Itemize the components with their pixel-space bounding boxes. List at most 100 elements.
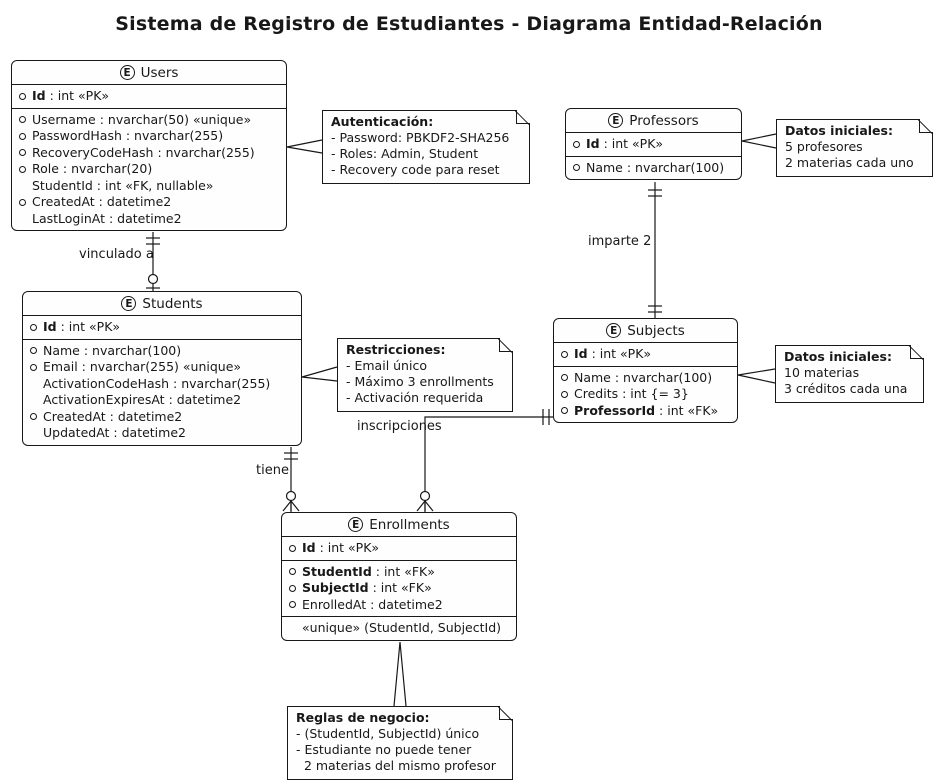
entity-subjects: E Subjects Id : int «PK» Name : nvarchar… <box>553 318 738 423</box>
field-type: : datetime2 <box>366 596 443 612</box>
field-name: StudentId <box>32 177 93 193</box>
field-type: : int «FK, nullable» <box>92 177 214 193</box>
note-title: Datos iniciales: <box>785 123 893 138</box>
note-line: - Estudiante no puede tener <box>296 742 472 757</box>
entity-field-row: PasswordHash : nvarchar(255) <box>12 128 286 145</box>
note-body: - Email único - Máximo 3 enrollments - A… <box>346 358 504 406</box>
edge-subjects-note <box>737 368 776 384</box>
field-name: Id <box>574 346 588 361</box>
field-name: RecoveryCodeHash <box>32 144 154 160</box>
field-name: Role <box>32 161 59 176</box>
relation-label-inscripciones: inscripciones <box>357 419 442 434</box>
field-name: UpdatedAt <box>43 425 110 440</box>
entity-field-row: Credits : int {= 3} <box>554 386 737 403</box>
entity-field-row: «unique» (StudentId, SubjectId) <box>282 620 516 637</box>
entity-field-row: Username : nvarchar(50) «unique» <box>12 112 286 129</box>
entity-icon: E <box>608 113 624 128</box>
entity-field-row: ActivationCodeHash : nvarchar(255) <box>23 376 301 393</box>
entity-field-row: Email : nvarchar(255) «unique» <box>23 359 301 376</box>
field-name: Id <box>32 88 46 103</box>
field-type: : datetime2 <box>105 210 182 226</box>
field-type: : nvarchar(100) <box>610 369 713 385</box>
attributes-compartment: Name : nvarchar(100) <box>566 155 741 180</box>
entity-icon: E <box>606 323 622 338</box>
entity-field-row: EnrolledAt : datetime2 <box>282 597 516 614</box>
note-reglas-de-negocio: Reglas de negocio: - (StudentId, Subject… <box>287 706 513 780</box>
field-name: Id <box>586 136 600 151</box>
field-name: ActivationCodeHash <box>43 375 170 391</box>
note-line: - Máximo 3 enrollments <box>346 374 494 389</box>
field-type: : nvarchar(255) <box>121 128 224 143</box>
entity-field-row: SubjectId : int «FK» <box>282 580 516 597</box>
entity-field-row: CreatedAt : datetime2 <box>23 409 301 426</box>
field-type: : datetime2 <box>94 194 172 209</box>
entity-field-row: Id : int «PK» <box>282 540 516 557</box>
note-title: Datos iniciales: <box>784 349 892 364</box>
edge-professors-subjects <box>648 182 662 318</box>
field-name: StudentId <box>302 563 372 579</box>
field-circle-icon <box>561 350 568 358</box>
entity-name: Users <box>140 64 179 81</box>
attributes-compartment: StudentId : int «FK» SubjectId : int «FK… <box>282 559 516 617</box>
entity-field-row: Name : nvarchar(100) <box>566 160 741 177</box>
edge-students-enrollments <box>282 447 300 512</box>
relation-label-imparte: imparte 2 <box>588 234 652 249</box>
field-type: : int «PK» <box>315 540 380 555</box>
field-type: : nvarchar(255) «unique» <box>77 359 242 374</box>
field-name: LastLoginAt <box>32 210 105 226</box>
entity-field-row: Id : int «PK» <box>554 346 737 363</box>
field-circle-icon <box>30 347 37 355</box>
field-name: PasswordHash <box>32 128 122 143</box>
edge-enrollments-note <box>393 641 407 707</box>
relation-label-tiene: tiene <box>256 463 289 478</box>
field-type: : nvarchar(20) <box>58 161 153 176</box>
note-line: 5 profesores <box>785 139 863 154</box>
field-circle-icon <box>19 165 26 173</box>
entity-field-row: Id : int «PK» <box>12 88 286 105</box>
note-line: - Recovery code para reset <box>331 162 500 177</box>
entity-field-row: ProfessorId : int «FK» <box>554 403 737 420</box>
field-name: Id <box>302 540 316 555</box>
field-circle-icon <box>30 363 37 371</box>
entity-field-row: Role : nvarchar(20) <box>12 161 286 178</box>
edge-professors-note <box>741 133 777 149</box>
entity-icon: E <box>119 65 135 80</box>
entity-name: Students <box>142 295 203 312</box>
entity-name: Professors <box>629 112 699 129</box>
field-name: SubjectId <box>302 580 369 595</box>
attributes-compartment: Name : nvarchar(100) Credits : int {= 3}… <box>554 365 737 423</box>
entity-header: E Users <box>12 61 286 84</box>
pk-compartment: Id : int «PK» <box>554 342 737 366</box>
field-circle-icon <box>573 164 580 172</box>
note-datos-iniciales-profesores: Datos iniciales: 5 profesores 2 materias… <box>776 119 933 177</box>
entity-name: Enrollments <box>369 516 450 533</box>
note-title: Autenticación: <box>331 114 434 129</box>
field-name: Credits <box>574 386 619 401</box>
entity-header: E Professors <box>566 109 741 132</box>
note-line: - Email único <box>346 358 427 373</box>
entity-header: E Subjects <box>554 319 737 342</box>
note-line: - Activación requerida <box>346 390 484 405</box>
entity-field-row: CreatedAt : datetime2 <box>12 194 286 211</box>
entity-icon: E <box>348 517 364 532</box>
field-circle-icon <box>289 601 296 609</box>
entity-header: E Enrollments <box>282 513 516 536</box>
field-circle-icon <box>30 323 37 331</box>
field-type: : datetime2 <box>109 425 186 440</box>
field-name: ActivationExpiresAt <box>43 392 165 407</box>
note-line: - Password: PBKDF2-SHA256 <box>331 130 510 145</box>
field-type: : nvarchar(50) «unique» <box>95 111 252 127</box>
note-line: - (StudentId, SubjectId) único <box>296 726 480 741</box>
entity-field-row: LastLoginAt : datetime2 <box>12 211 286 228</box>
note-restricciones: Restricciones: - Email único - Máximo 3 … <box>337 338 513 412</box>
field-type: : datetime2 <box>105 408 183 424</box>
pk-compartment: Id : int «PK» <box>12 84 286 108</box>
edge-students-note <box>301 366 338 382</box>
entity-field-row: RecoveryCodeHash : nvarchar(255) <box>12 145 286 162</box>
field-type: : nvarchar(255) <box>169 375 271 391</box>
field-type: : int «PK» <box>599 136 664 151</box>
field-type: : int «PK» <box>56 319 121 334</box>
edge-users-note <box>286 139 323 154</box>
field-circle-icon <box>289 584 296 592</box>
